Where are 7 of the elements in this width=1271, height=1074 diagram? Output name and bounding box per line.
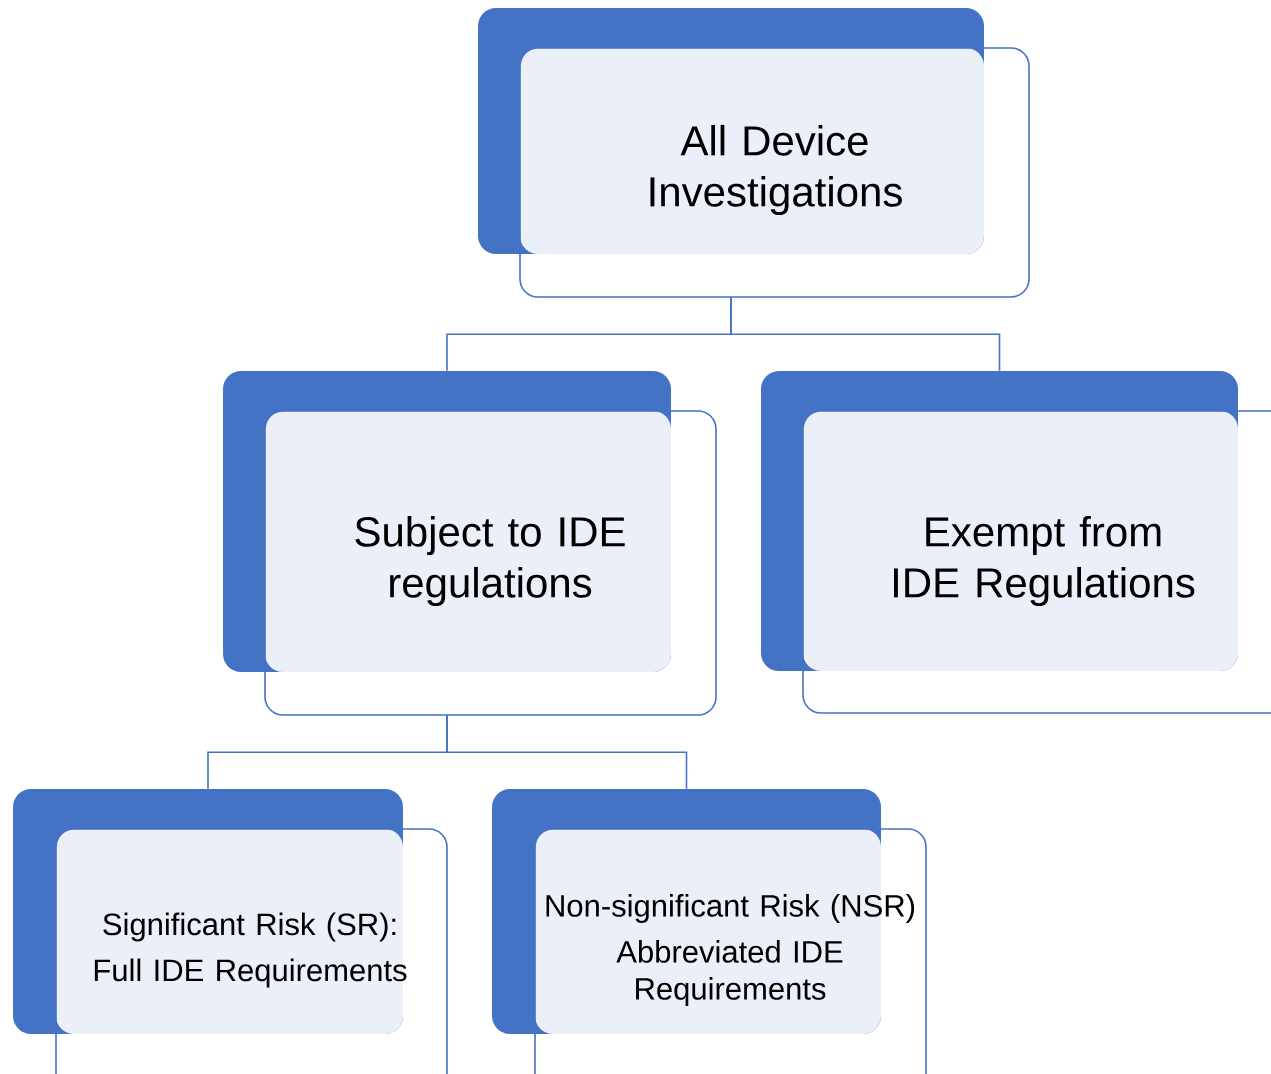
box-node: Significant Risk (SR): Full IDE Requirements bbox=[13, 789, 448, 1074]
box-node: Non-significant Risk (NSR) Abbreviated IDE Requirements bbox=[492, 789, 927, 1074]
box-node: Subject to IDE regulations bbox=[223, 371, 717, 716]
box-node: All Device Investigations bbox=[478, 8, 1030, 298]
connector-line bbox=[730, 296, 1001, 372]
connector-line bbox=[446, 714, 688, 790]
box-node: Exempt from IDE Regulations bbox=[761, 371, 1271, 714]
